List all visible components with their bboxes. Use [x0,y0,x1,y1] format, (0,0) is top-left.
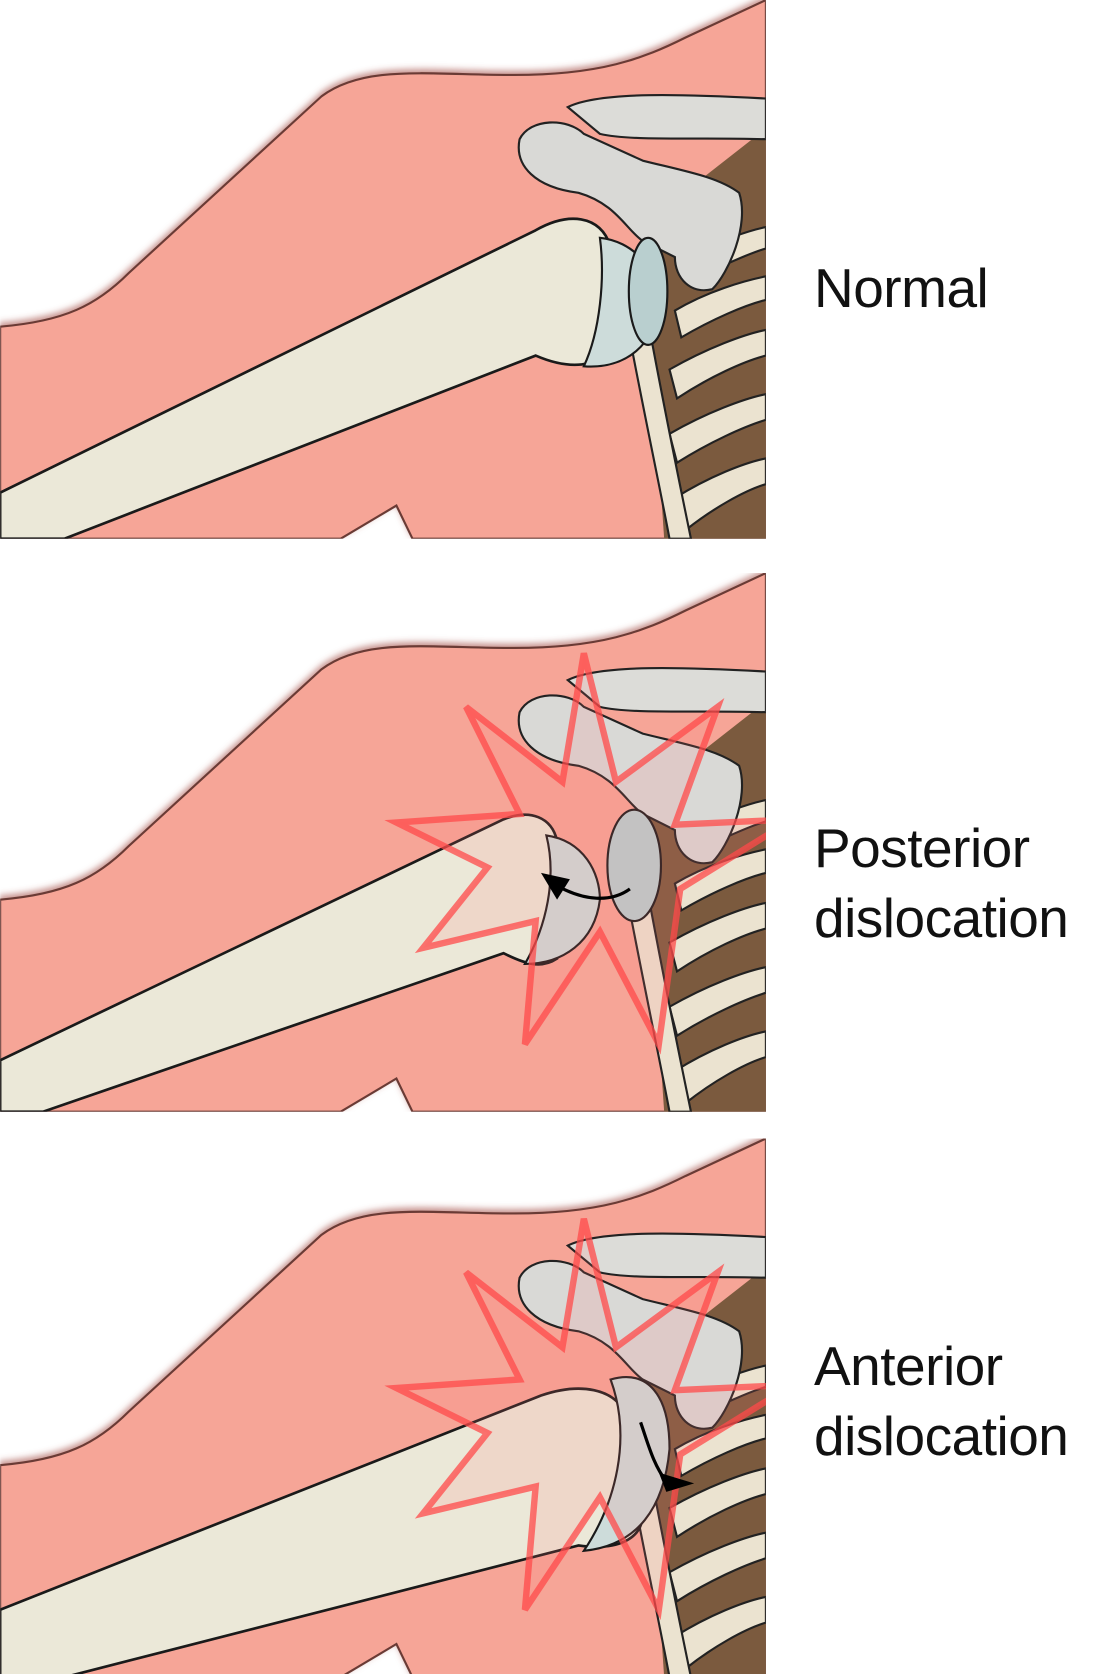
panel-posterior-dislocation [0,573,793,1112]
panel-anterior-dislocation [0,1138,793,1674]
label-normal: Normal [814,257,989,319]
glenoid [627,236,669,346]
panel-normal [0,0,766,539]
arrow-icon [556,884,631,900]
label-anterior-dislocation: Anterior dislocation [814,1335,1069,1467]
label-posterior-dislocation: Posterior dislocation [814,817,1069,949]
